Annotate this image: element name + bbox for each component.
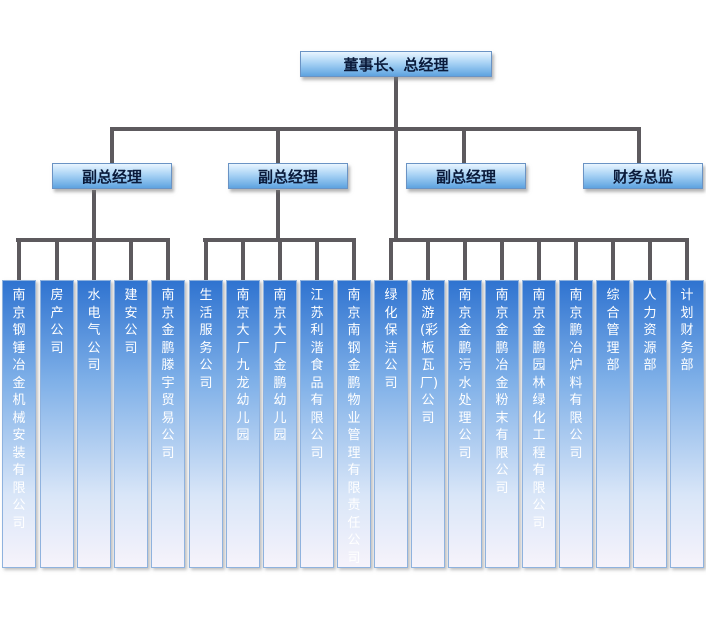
unit-box-17: 综合管理部 [596, 280, 630, 568]
unit-label-2: 房产公司 [50, 288, 64, 356]
unit-box-1: 南京钢锤冶金机械安装有限公司 [2, 280, 36, 568]
unit-label-5: 南京金鹏滕宇贸易公司 [161, 288, 175, 461]
unit-label-19: 计划财务部 [680, 288, 694, 373]
unit-label-15: 南京金鹏园林绿化工程有限公司 [532, 288, 546, 531]
unit-box-6: 生活服务公司 [189, 280, 223, 568]
finance-director-label: 财务总监 [612, 168, 673, 186]
chairman-label: 董事长、总经理 [343, 56, 449, 74]
unit-box-8: 南京大厂金鹏幼儿园 [263, 280, 297, 568]
unit-label-17: 综合管理部 [606, 288, 620, 373]
unit-box-11: 绿化保洁公司 [374, 280, 408, 568]
chairman-box: 董事长、总经理 [300, 51, 492, 77]
unit-box-7: 南京大厂九龙幼儿园 [226, 280, 260, 568]
unit-box-14: 南京金鹏冶金粉末有限公司 [485, 280, 519, 568]
unit-box-15: 南京金鹏园林绿化工程有限公司 [522, 280, 556, 568]
unit-label-3: 水电气公司 [87, 288, 101, 373]
unit-label-7: 南京大厂九龙幼儿园 [236, 288, 250, 443]
unit-box-5: 南京金鹏滕宇贸易公司 [151, 280, 185, 568]
unit-label-6: 生活服务公司 [199, 288, 213, 391]
unit-label-11: 绿化保洁公司 [384, 288, 398, 391]
vice-president-label-1: 副总经理 [81, 168, 142, 186]
vice-president-label-2: 副总经理 [257, 168, 318, 186]
finance-director-box: 财务总监 [583, 163, 703, 189]
unit-box-4: 建安公司 [114, 280, 148, 568]
unit-label-16: 南京鹏冶炉料有限公司 [569, 288, 583, 461]
unit-label-13: 南京金鹏污水处理公司 [458, 288, 472, 461]
unit-label-4: 建安公司 [124, 288, 138, 356]
vice-president-label-3: 副总经理 [435, 168, 496, 186]
vice-president-box-3: 副总经理 [406, 163, 526, 189]
unit-box-2: 房产公司 [40, 280, 74, 568]
unit-label-9: 江苏利湝食品有限公司 [310, 288, 324, 461]
unit-label-18: 人力资源部 [643, 288, 657, 373]
vice-president-box-2: 副总经理 [228, 163, 348, 189]
unit-box-19: 计划财务部 [670, 280, 704, 568]
unit-label-12: 旅游(彩板瓦厂)公司 [420, 288, 439, 426]
unit-box-16: 南京鹏冶炉料有限公司 [559, 280, 593, 568]
unit-label-8: 南京大厂金鹏幼儿园 [273, 288, 287, 443]
unit-box-18: 人力资源部 [633, 280, 667, 568]
unit-box-3: 水电气公司 [77, 280, 111, 568]
unit-box-13: 南京金鹏污水处理公司 [448, 280, 482, 568]
unit-box-12: 旅游(彩板瓦厂)公司 [411, 280, 445, 568]
unit-label-14: 南京金鹏冶金粉末有限公司 [495, 288, 509, 496]
unit-label-10: 南京南钢金鹏物业管理有限责任公司 [347, 288, 361, 566]
unit-box-9: 江苏利湝食品有限公司 [300, 280, 334, 568]
vice-president-box-1: 副总经理 [52, 163, 172, 189]
unit-label-1: 南京钢锤冶金机械安装有限公司 [12, 288, 26, 531]
unit-box-10: 南京南钢金鹏物业管理有限责任公司 [337, 280, 371, 568]
